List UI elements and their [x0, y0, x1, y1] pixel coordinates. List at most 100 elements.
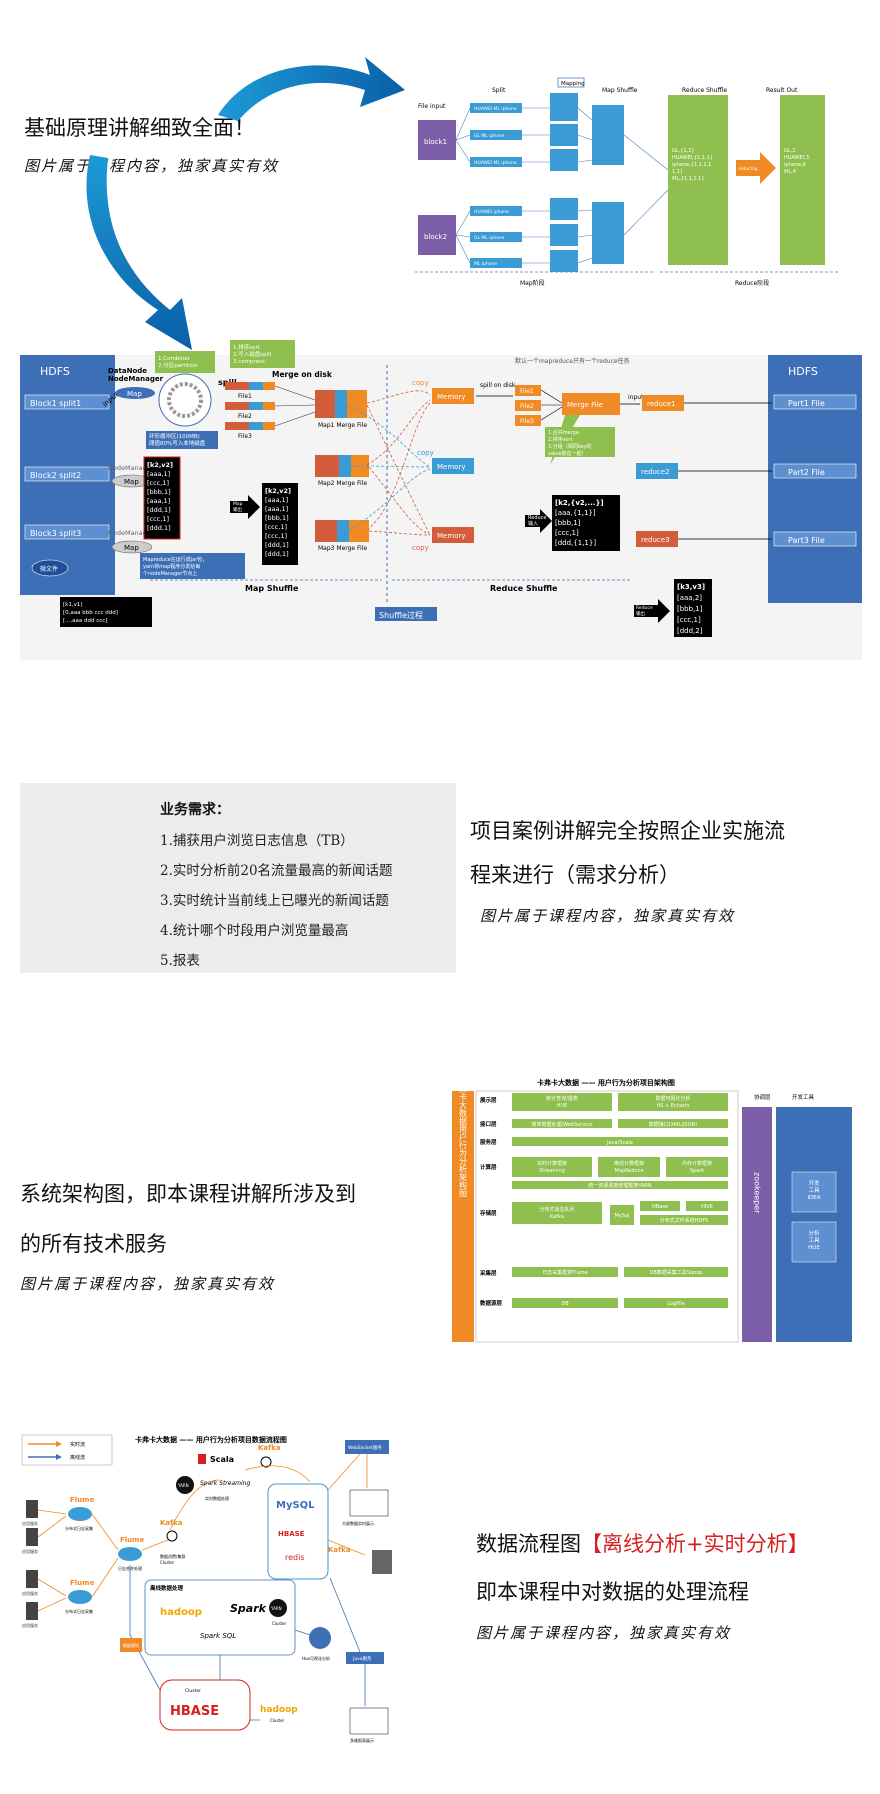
dataflow-diagram: 卡弗卡大数据 —— 用户行为分析项目数据流程图 实时流 离线流 应用服务 应用服…: [20, 1430, 460, 1780]
flow-title: 卡弗卡大数据 —— 用户行为分析项目数据流程图: [135, 1435, 287, 1444]
spark-label: Spark: [230, 1602, 267, 1615]
layer-compute: 计算层: [480, 1163, 497, 1171]
hdfs-left-label: HDFS: [40, 365, 70, 378]
kafka-label-3: Kafka: [328, 1546, 351, 1554]
yarn-label-2: YARN: [270, 1606, 282, 1611]
buffer-note: 环形缓冲区(100MB)阈值80%写入本地磁盘: [149, 432, 206, 447]
section4-text-line2: 即本课程中对数据的处理流程: [476, 1580, 749, 1604]
offline-label: 离线数据处理: [150, 1584, 184, 1592]
cluster-label-2: Cluster: [185, 1688, 201, 1694]
mysql-label: MySQL: [276, 1500, 315, 1511]
legend-realtime: 实时流: [70, 1441, 85, 1448]
copy-label-1: copy: [412, 379, 429, 387]
arch-storage-2: MySql: [614, 1213, 629, 1219]
kv-group-list: [k2,{v2,...}][aaa,{1,1}][bbb,1][ccc,1][d…: [555, 499, 604, 547]
kv2-list-b: [k2,v2][aaa,1][aaa,1][bbb,1][ccc,1][ccc,…: [265, 487, 291, 558]
hadoop-label: hadoop: [160, 1607, 202, 1618]
nodemanager-label-1: NodeManager: [108, 375, 164, 383]
section4-note: 图片属于课程内容，独家真实有效: [476, 1624, 732, 1642]
layer-show: 展示层: [480, 1096, 497, 1104]
arch-yarn: 统一资源调度管理框架YARN: [588, 1182, 652, 1189]
curved-arrow-icon: [218, 57, 405, 121]
section3-text-line2: 的所有技术服务: [20, 1232, 167, 1256]
input-label-r: input: [628, 394, 644, 401]
cluster-label-3: Cluster: [270, 1718, 285, 1723]
split-row-1: HUAWEI ML iphone: [474, 106, 517, 112]
big-screen-note: 大屏数据实时展示: [342, 1520, 374, 1526]
map3-merge-label: Map3 Merge File: [318, 545, 367, 552]
spark-streaming-label: Spark Streaming: [200, 1480, 250, 1487]
layer-iface: 接口层: [480, 1120, 497, 1128]
file1-label: File1: [238, 393, 252, 400]
cluster-label-1: Cluster: [272, 1621, 287, 1626]
requirement-item: 1.捕获用户浏览日志信息（TB）: [160, 833, 354, 849]
app-server-1: 应用服务: [22, 1520, 38, 1526]
arch-storage-3: HBase: [652, 1204, 668, 1210]
flume-label-3: Flume: [120, 1536, 144, 1544]
block2-label: block2: [424, 233, 447, 241]
flume-note-2: 分布式日志采集: [65, 1608, 93, 1614]
flume-label-1: Flume: [70, 1496, 94, 1504]
flume-label-2: Flume: [70, 1579, 94, 1587]
memory-box-1: Memory: [437, 393, 465, 401]
mapreduce-diagram: File input Split Mapping Map Shuffle Red…: [410, 60, 855, 310]
r-file1: File1: [520, 388, 534, 395]
arch-collect-2: DB数据采集工具Sqoop: [650, 1269, 703, 1276]
r-file3: File3: [520, 418, 534, 425]
requirement-item: 3.实时统计当前线上已曝光的新闻话题: [160, 893, 389, 909]
part2-label: Part2 File: [788, 468, 825, 477]
memory-box-2: Memory: [437, 463, 465, 471]
block3-split-label: Block3 split3: [30, 529, 81, 538]
nodemanager-label-2: NodeManager: [108, 464, 154, 472]
tools-label: 开发工具: [792, 1093, 815, 1101]
top-note: 默认一个mapreduce只有一个reduce任务: [515, 357, 630, 365]
hadoop-label-2: hadoop: [260, 1705, 298, 1715]
kv2-list-a: [k2,v2][aaa,1][ccc,1][bbb,1][aaa,1][ddd,…: [147, 461, 173, 532]
kv1-list: [k1,v1][0,aaa bbb ccc ddd][...,aaa ddd c…: [63, 602, 118, 624]
arch-collect-1: 日志采集框架Flume: [542, 1269, 587, 1276]
section1-note: 图片属于课程内容，独家真实有效: [24, 157, 280, 175]
split-row-2: GL ML iphone: [474, 133, 505, 139]
reduce1-box: reduce1: [647, 400, 676, 408]
yarn-label-1: YARN: [177, 1483, 189, 1488]
section1-title: 基础原理讲解细致全面！: [24, 116, 255, 140]
memory-box-3: Memory: [437, 532, 465, 540]
section2-note: 图片属于课程内容，独家真实有效: [480, 907, 736, 925]
block2-split-label: Block2 split2: [30, 471, 81, 480]
merge-file-label: Merge File: [567, 401, 603, 409]
nodemanager-label-3: NodeManager: [108, 529, 154, 537]
requirement-item: 4.统计哪个时段用户浏览量最高: [160, 923, 349, 939]
section4-text-line1: 数据流程图【离线分析+实时分析】: [476, 1528, 809, 1558]
block2-box: [418, 215, 456, 255]
hue-note: Hue可视化分析: [302, 1655, 330, 1661]
map-phase-label: Map阶段: [520, 279, 545, 287]
requirements-title: 业务需求：: [160, 802, 230, 818]
result-out-box: [780, 95, 825, 265]
file3-label: File3: [238, 433, 252, 440]
requirement-item: 2.实时分析前20名流量最高的新闻话题: [160, 863, 393, 879]
shuffle-diagram: HDFS Block1 split1 Block2 split2 Block3 …: [20, 340, 862, 660]
reducing-label: reducing: [738, 166, 758, 172]
spill-on-disk-label: spill on disk: [480, 382, 516, 389]
coord-label: 协调层: [754, 1093, 771, 1101]
merge-on-disk-label: Merge on disk: [272, 370, 333, 379]
flume-note-1: 分布式日志采集: [65, 1525, 93, 1531]
reduce-shuffle-label: Reduce Shuffle: [490, 584, 558, 593]
part1-label: Part1 File: [788, 399, 825, 408]
map1-label: Map: [127, 390, 142, 398]
hbase-label-1: HBASE: [278, 1530, 305, 1538]
part3-label: Part3 File: [788, 536, 825, 545]
section2-text-line2: 程来进行（需求分析）: [470, 863, 680, 887]
section4-title-b: 【离线分析+实时分析】: [581, 1532, 809, 1556]
zookeeper-label: zookeeper: [753, 1172, 762, 1214]
arch-side-label: 卡弗卡大数据用户行为分析架构图: [459, 1076, 468, 1198]
